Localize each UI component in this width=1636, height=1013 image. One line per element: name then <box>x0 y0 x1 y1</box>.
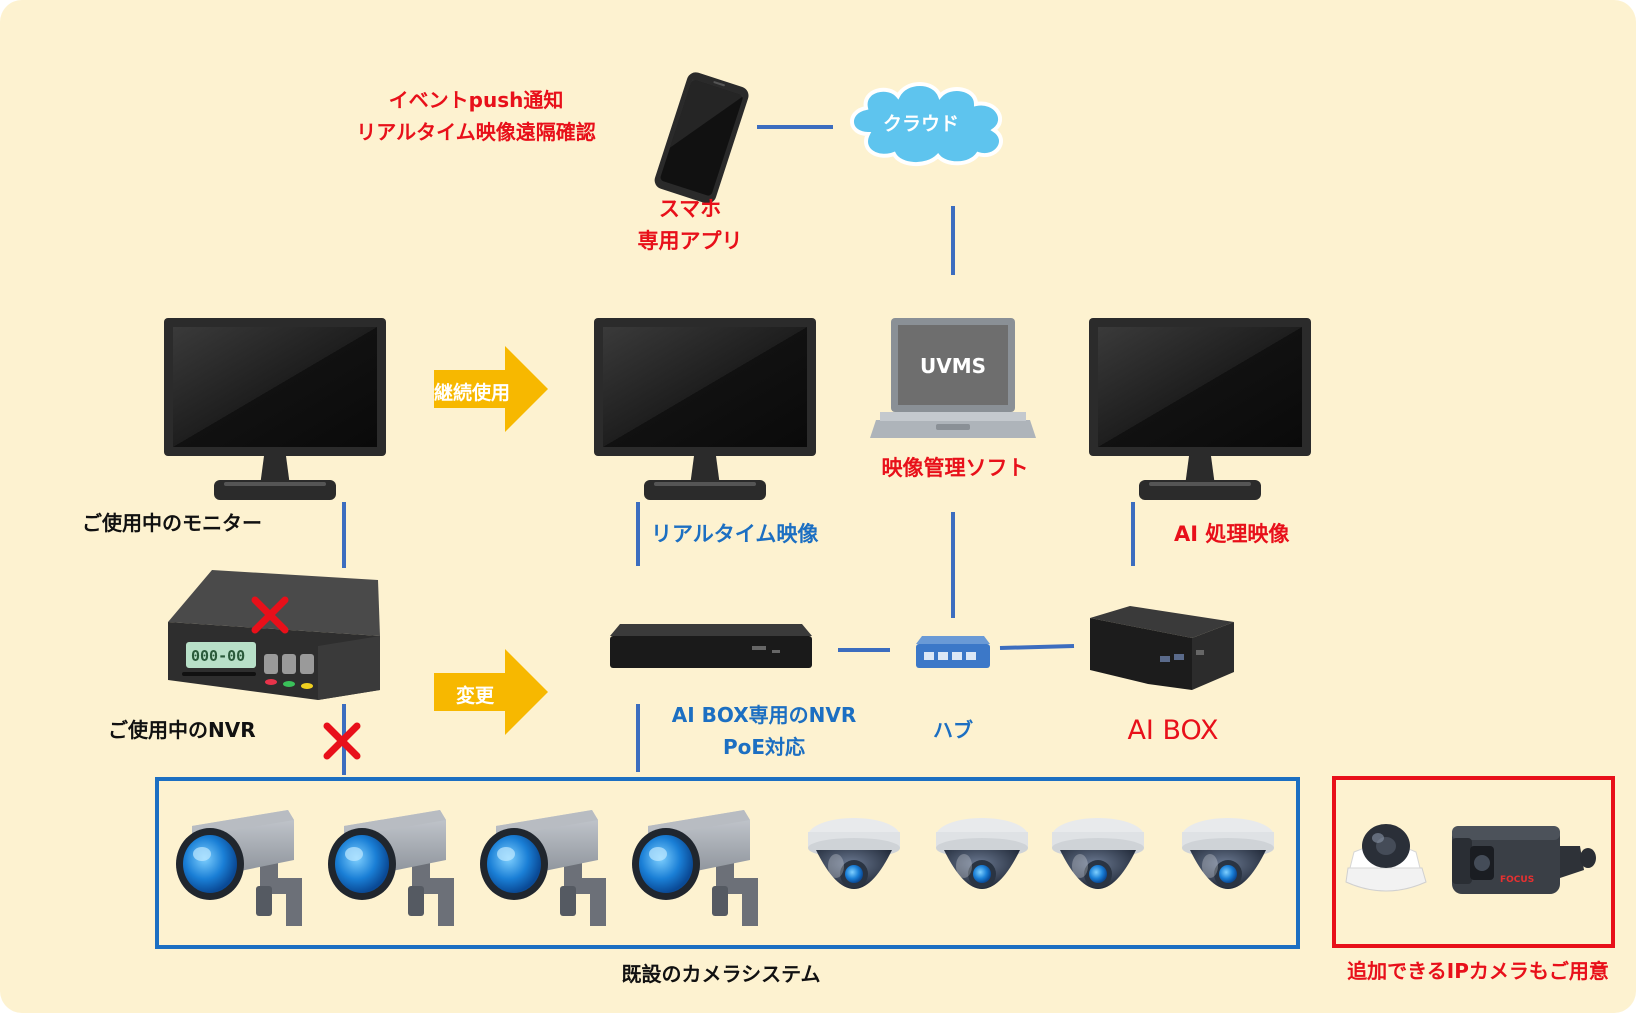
dome-camera-icon <box>1345 824 1427 892</box>
push-notice-line1: イベントpush通知 <box>388 88 564 112</box>
monitor-in-use-label: ご使用中のモニター <box>82 511 262 535</box>
smartphone-icon <box>654 72 749 204</box>
camera-brand-text: FOCUS <box>1500 875 1534 885</box>
smartphone-label-line1: スマホ <box>658 197 722 221</box>
network-hub-icon <box>916 636 990 668</box>
nvr-label-line2: PoE対応 <box>722 735 806 759</box>
dvr-display-text: 000-00 <box>191 647 245 665</box>
ai-box-icon <box>1090 606 1234 690</box>
arrow-change <box>434 649 548 735</box>
arrow-continue <box>434 346 548 432</box>
monitor-icon <box>164 318 386 500</box>
existing-camera-box <box>155 777 1300 949</box>
monitor-icon <box>594 318 816 500</box>
ai-video-label: AI 処理映像 <box>1174 522 1290 546</box>
dome-camera-icon <box>1052 818 1144 889</box>
dome-camera-icon <box>1182 818 1274 889</box>
cloud-label: クラウド <box>883 113 959 135</box>
ip-camera-box <box>1332 776 1615 948</box>
cross-icon <box>323 722 361 760</box>
ip-cameras-label: 追加できるIPカメラもご用意 <box>1347 959 1609 983</box>
push-notice-line2: リアルタイム映像遠隔確認 <box>356 120 596 144</box>
nvr-in-use-label: ご使用中のNVR <box>108 718 256 742</box>
box-camera-icon <box>480 810 606 926</box>
dvr-recorder-icon: 000-00 <box>168 570 380 700</box>
realtime-video-label: リアルタイム映像 <box>651 522 819 546</box>
connector-lines <box>342 125 1135 775</box>
existing-system-label: 既設のカメラシステム <box>621 962 821 986</box>
box-camera-icon <box>632 810 758 926</box>
box-camera-icon <box>176 810 302 926</box>
laptop-icon <box>870 318 1036 438</box>
cross-icon <box>251 596 289 634</box>
nvr-recorder-icon <box>610 624 812 668</box>
uvms-screen-text: UVMS <box>920 354 986 378</box>
monitor-icon <box>1089 318 1311 500</box>
box-camera-icon <box>328 810 454 926</box>
connector-hub-aibox <box>999 644 1075 650</box>
dome-camera-icon <box>808 818 900 889</box>
smartphone-label-line2: 専用アプリ <box>637 229 743 253</box>
dome-camera-icon <box>936 818 1028 889</box>
arrow-change-label: 変更 <box>456 685 495 707</box>
vms-label: 映像管理ソフト <box>881 456 1029 480</box>
arrow-continue-label: 継続使用 <box>434 382 511 404</box>
bullet-camera-icon: FOCUS <box>1452 826 1596 894</box>
cloud-icon <box>850 82 1003 166</box>
hub-label: ハブ <box>933 718 973 742</box>
nvr-label-line1: AI BOX専用のNVR <box>671 703 857 727</box>
aibox-label: AI BOX <box>1127 715 1219 746</box>
